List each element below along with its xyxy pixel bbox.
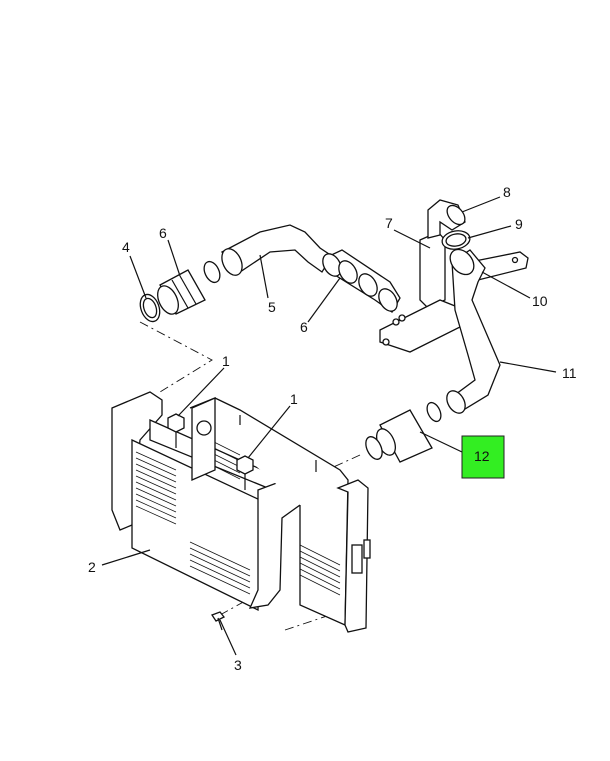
callout-5: 5 bbox=[268, 299, 276, 315]
callout-1a: 1 bbox=[222, 353, 230, 369]
callout-6b: 6 bbox=[300, 319, 308, 335]
bolt bbox=[211, 611, 226, 631]
callout-8: 8 bbox=[503, 184, 511, 200]
leader-lines bbox=[101, 196, 557, 656]
callout-12[interactable]: 12 bbox=[474, 448, 490, 464]
clamp-ring-4 bbox=[139, 293, 161, 323]
callout-labels: 1 1 2 3 4 5 6 6 7 8 9 10 11 bbox=[88, 184, 577, 673]
cooler-fins bbox=[135, 434, 251, 595]
mounting-bracket-7 bbox=[379, 231, 471, 353]
mounting-nut-1b bbox=[236, 455, 254, 490]
rear-core-fins bbox=[299, 544, 341, 596]
clamp-9 bbox=[441, 230, 471, 250]
upper-hose-5 bbox=[220, 224, 333, 276]
charge-air-cooler bbox=[111, 391, 371, 633]
callout-11: 11 bbox=[562, 365, 577, 381]
elbow-pipe-8 bbox=[427, 199, 466, 239]
callout-2: 2 bbox=[88, 559, 96, 575]
mounting-nut-1a bbox=[167, 413, 185, 448]
callout-7: 7 bbox=[385, 215, 393, 231]
hose-coupling-6b bbox=[322, 249, 401, 313]
callout-6a: 6 bbox=[159, 225, 167, 241]
highlighted-part-12[interactable]: 12 bbox=[461, 435, 505, 479]
callout-12-highlight-box[interactable] bbox=[461, 435, 505, 479]
callout-3: 3 bbox=[234, 657, 242, 673]
callout-9: 9 bbox=[515, 216, 523, 232]
hose-coupling-12 bbox=[365, 401, 442, 463]
lower-hose-11 bbox=[446, 248, 501, 414]
callout-4: 4 bbox=[122, 239, 130, 255]
hose-coupling-6a bbox=[157, 260, 221, 315]
callout-10: 10 bbox=[532, 293, 548, 309]
callout-1b: 1 bbox=[290, 391, 298, 407]
